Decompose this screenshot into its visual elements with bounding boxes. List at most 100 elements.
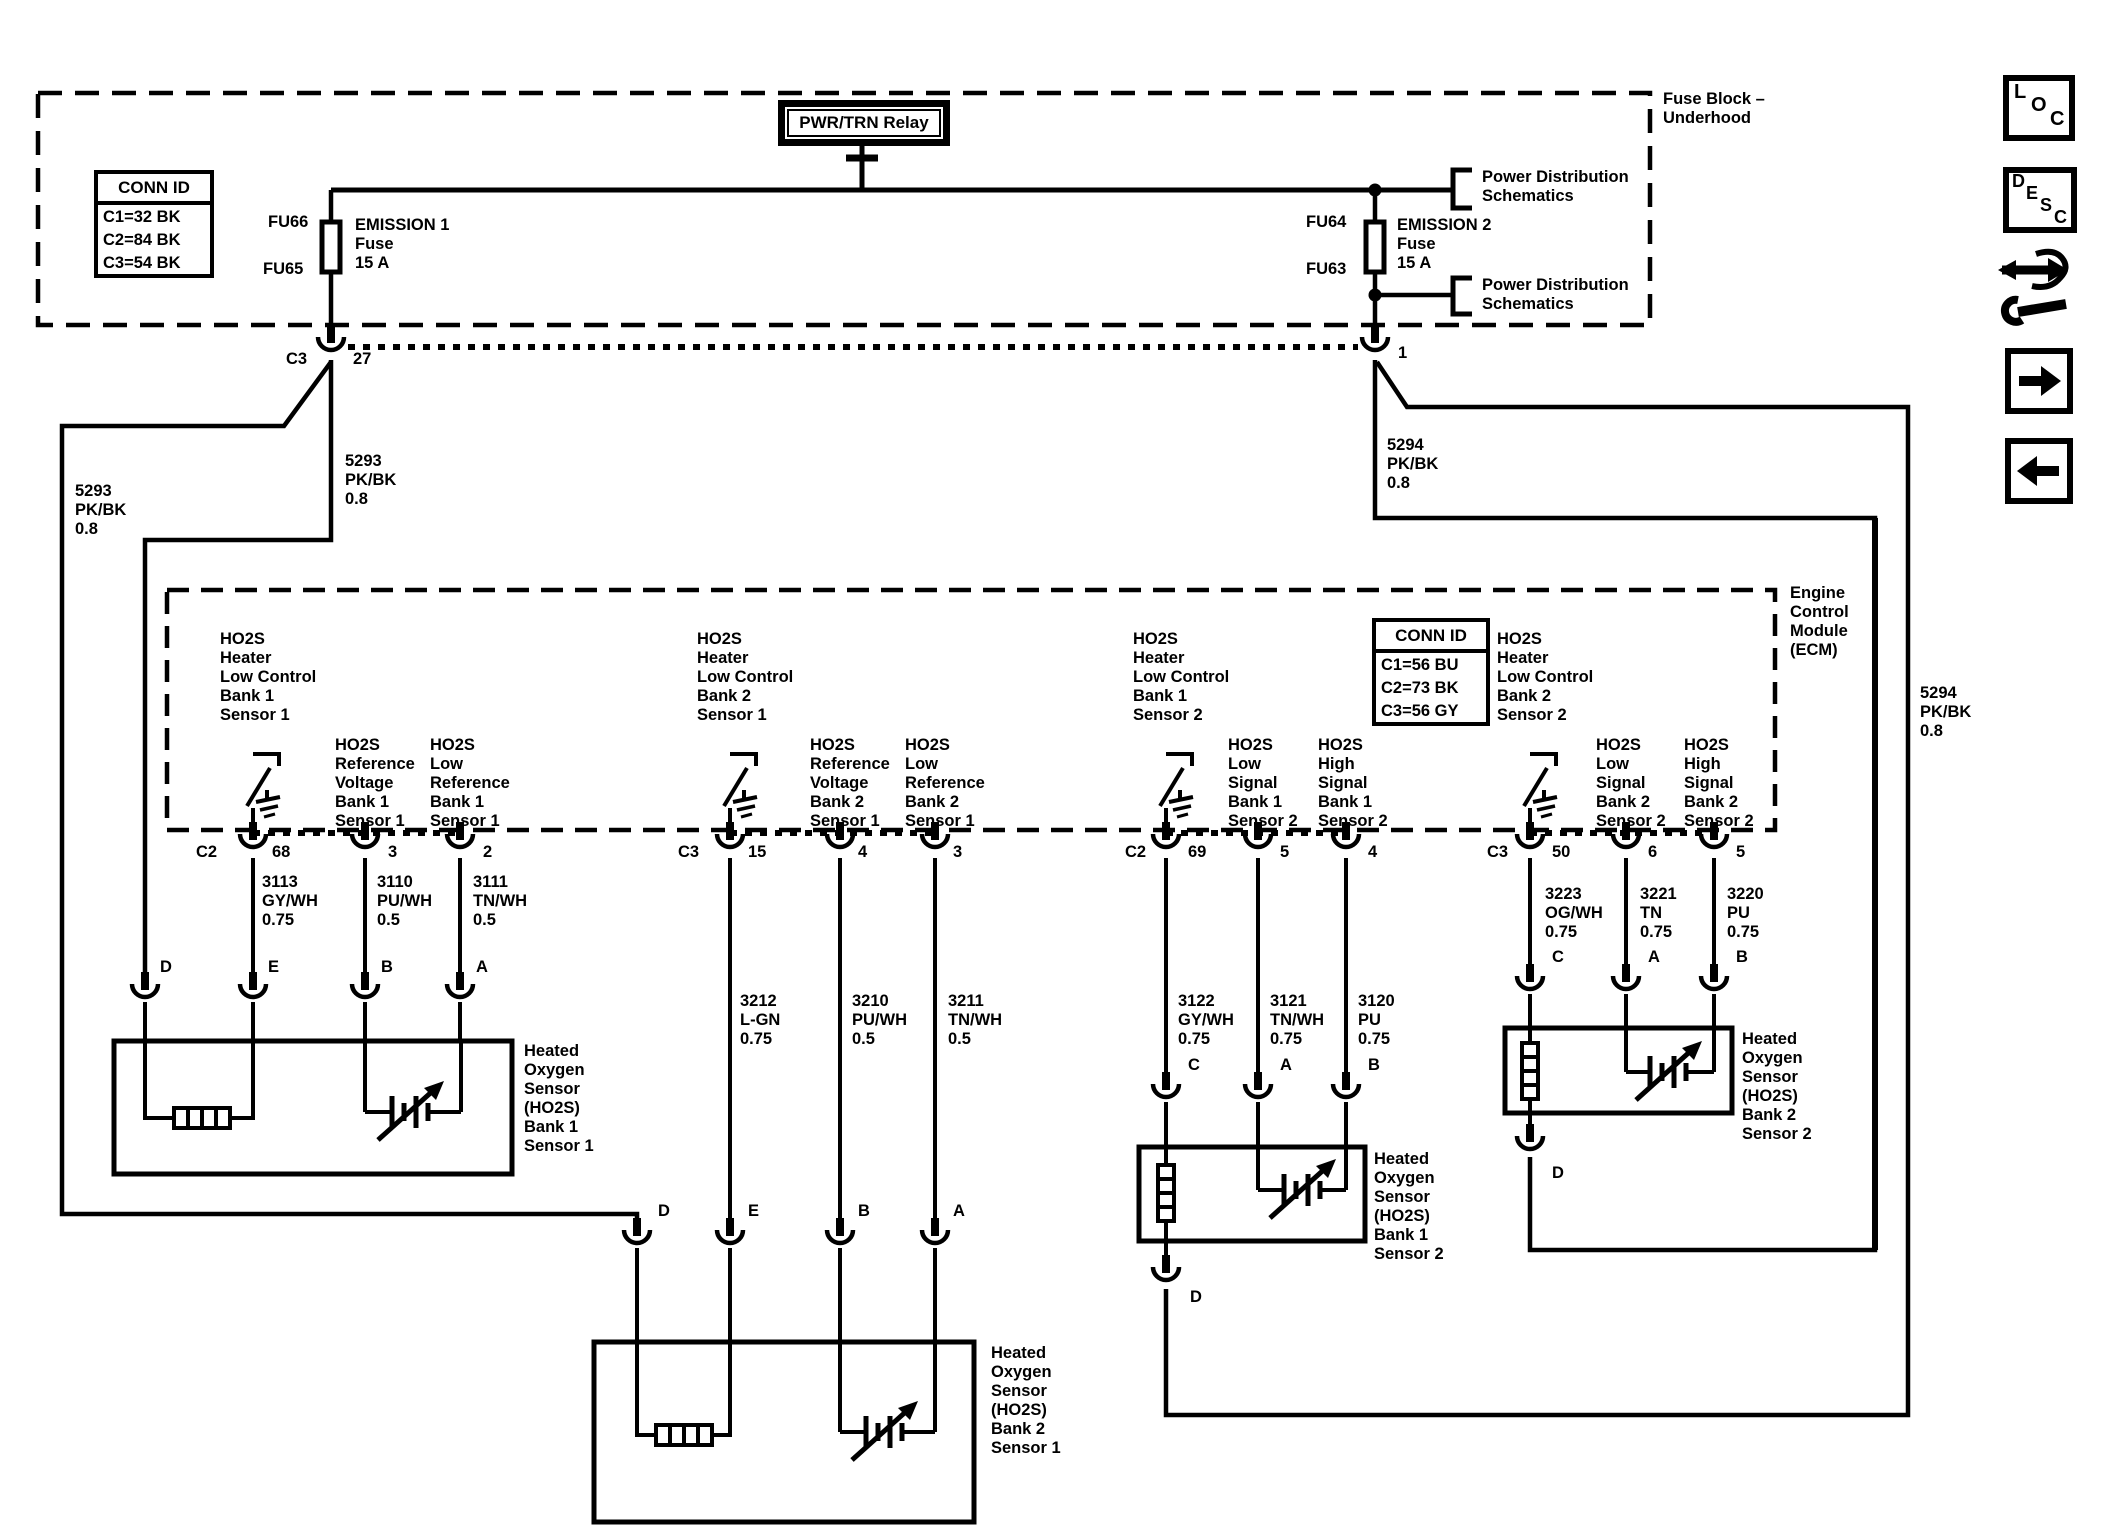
power-dist-ref-bottom: Power Distribution Schematics [1482, 276, 1629, 313]
conn-id-header: CONN ID [1376, 622, 1486, 653]
conn-id-row: C2=84 BK [103, 231, 181, 249]
ecm-g3-heater-label: HO2S Heater Low Control Bank 1 Sensor 2 [1133, 630, 1230, 724]
ecm-g2-connector: C3 [678, 843, 700, 861]
b2s1-pin-d: D [658, 1202, 670, 1220]
power-bus [331, 146, 1453, 193]
b2s1-pin-b: B [858, 1202, 870, 1220]
ecm-g1-pin1: 68 [272, 843, 291, 861]
loc-letter: L [2014, 81, 2027, 103]
ecm-g3-pin1: 69 [1188, 843, 1207, 861]
fuse-block-title: Fuse Block – Underhood [1663, 90, 1765, 127]
connector-pin27-label: 27 [353, 350, 372, 368]
ecm-g4-pin3: 5 [1736, 843, 1746, 861]
conn-id-row: C3=54 BK [103, 254, 181, 272]
wire-3110-label: 3110 PU/WH 0.5 [377, 873, 432, 929]
desc-button[interactable]: D E S C [2003, 167, 2077, 233]
relay-label: PWR/TRN Relay [787, 109, 941, 137]
b1s2-pin-c: C [1188, 1056, 1200, 1074]
ecm-g2-col3-label: HO2S Low Reference Bank 2 Sensor 1 [905, 736, 985, 830]
wires-group2 [635, 858, 937, 1342]
b2s2-pin-b: B [1736, 948, 1748, 966]
wire-5293 [59, 360, 640, 1218]
b1s2-pin-d: D [1190, 1288, 1202, 1306]
fuse-block-outline [35, 90, 1653, 328]
b2s2-pin-a: A [1648, 948, 1660, 966]
ecm-g3-pin3: 4 [1368, 843, 1378, 861]
underhood-conn-id-table: CONN ID C1=32 BK C2=84 BK C3=54 BK [94, 170, 214, 278]
desc-letter: E [2026, 183, 2039, 203]
loc-button[interactable]: L O C [2003, 75, 2075, 141]
b2s2-pin-c: C [1552, 948, 1564, 966]
ecm-g1-col3-label: HO2S Low Reference Bank 1 Sensor 1 [430, 736, 510, 830]
wires-group1 [143, 858, 462, 1041]
sensor-b2s2-label: Heated Oxygen Sensor (HO2S) Bank 2 Senso… [1742, 1030, 1812, 1143]
b1s1-pin-d: D [160, 958, 172, 976]
b2s1-pin-e: E [748, 1202, 760, 1220]
sensor-b1s2-label: Heated Oxygen Sensor (HO2S) Bank 1 Senso… [1374, 1150, 1444, 1263]
b1s1-pin-e: E [268, 958, 280, 976]
wire-5294-label-inner: 5294 PK/BK 0.8 [1387, 436, 1439, 492]
ecm-title: Engine Control Module (ECM) [1790, 584, 1849, 659]
conn-id-row: C1=32 BK [103, 208, 181, 226]
ecm-g4-col2-label: HO2S Low Signal Bank 2 Sensor 2 [1596, 736, 1666, 830]
fuse2-pin-top-label: FU64 [1306, 213, 1347, 231]
emission1-fuse-symbol [322, 222, 340, 272]
power-dist-ref-top: Power Distribution Schematics [1482, 168, 1629, 205]
ecm-g2-col2-label: HO2S Reference Voltage Bank 2 Sensor 1 [810, 736, 890, 830]
wiring-repair-icon[interactable] [1996, 248, 2082, 330]
ecm-g4-connector: C3 [1487, 843, 1509, 861]
wire-5293-label-mid: 5293 PK/BK 0.8 [345, 452, 397, 508]
conn-id-row: C1=56 BU [1381, 656, 1459, 674]
forward-arrow-icon [2019, 366, 2061, 396]
ecm-g4-heater-label: HO2S Heater Low Control Bank 2 Sensor 2 [1497, 630, 1594, 724]
sensor-b2s1-label: Heated Oxygen Sensor (HO2S) Bank 2 Senso… [991, 1344, 1061, 1457]
sensor-boxes [111, 1025, 1735, 1525]
ecm-g2-pin1: 15 [748, 843, 767, 861]
fuse1-pin-top-label: FU66 [268, 213, 309, 231]
ecm-g4-pin2: 6 [1648, 843, 1658, 861]
sensor-b1s2-internals [1164, 1147, 1348, 1241]
ecm-g3-col3-label: HO2S High Signal Bank 1 Sensor 2 [1318, 736, 1388, 830]
fuse1-pin-bottom-label: FU65 [263, 260, 304, 278]
wire-3122-label: 3122 GY/WH 0.75 [1178, 992, 1234, 1048]
wire-3120-label: 3120 PU 0.75 [1358, 992, 1395, 1048]
ecm-g1-pin2: 3 [388, 843, 398, 861]
sensor-b1s1-internals [143, 1041, 463, 1120]
b1s1-pin-a: A [476, 958, 488, 976]
conn-id-header: CONN ID [98, 174, 210, 205]
wire-3220-label: 3220 PU 0.75 [1727, 885, 1764, 941]
back-arrow-button[interactable] [2005, 438, 2073, 504]
desc-letter: C [2054, 207, 2067, 227]
wire-3111-label: 3111 TN/WH 0.5 [473, 873, 528, 929]
sensor-b2s1-internals [635, 1342, 937, 1437]
connector-pin1-label: 1 [1398, 344, 1408, 362]
b1s2-pin-b: B [1368, 1056, 1380, 1074]
power-dist-brackets [1450, 167, 1472, 317]
wire-3211-label: 3211 TN/WH 0.5 [948, 992, 1003, 1048]
ecm-g2-heater-label: HO2S Heater Low Control Bank 2 Sensor 1 [697, 630, 794, 724]
wire-3121-label: 3121 TN/WH 0.75 [1270, 992, 1325, 1048]
wire-3212-label: 3212 L-GN 0.75 [740, 992, 781, 1048]
wire-5294 [1163, 360, 1911, 1418]
loc-letter: O [2031, 94, 2047, 116]
fuse2-name: EMISSION 2 Fuse 15 A [1397, 216, 1492, 272]
wire-3210-label: 3210 PU/WH 0.5 [852, 992, 907, 1048]
connector-1 [1362, 325, 1388, 350]
ecm-g2-pin2: 4 [858, 843, 868, 861]
b2s1-pin-a: A [953, 1202, 965, 1220]
pwr-trn-relay: PWR/TRN Relay [778, 100, 950, 146]
desc-letter: D [2012, 171, 2025, 191]
b2s2-pin-d: D [1552, 1164, 1564, 1182]
sensor-b2s2-internals [1528, 1028, 1716, 1113]
wire-3113-label: 3113 GY/WH 0.75 [262, 873, 318, 929]
wire-5293-label-left: 5293 PK/BK 0.8 [75, 482, 127, 538]
forward-arrow-button[interactable] [2005, 348, 2073, 414]
fuse2-pin-bottom-label: FU63 [1306, 260, 1347, 278]
b1s1-pin-b: B [381, 958, 393, 976]
wire-3221-label: 3221 TN 0.75 [1640, 885, 1677, 941]
ecm-g2-pin3: 3 [953, 843, 963, 861]
conn-id-row: C2=73 BK [1381, 679, 1459, 697]
fuse1-name: EMISSION 1 Fuse 15 A [355, 216, 450, 272]
